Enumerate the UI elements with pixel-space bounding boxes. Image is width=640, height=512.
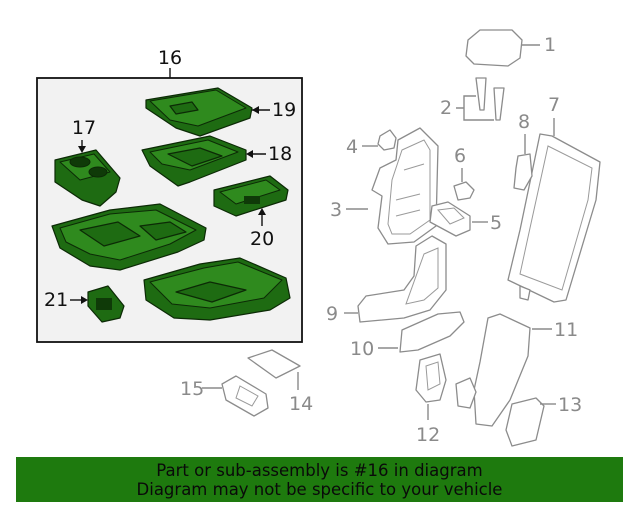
- part-20-module[interactable]: [213, 175, 289, 217]
- part-10-cover[interactable]: [399, 311, 465, 353]
- callout-20[interactable]: 20: [250, 228, 274, 250]
- callout-19[interactable]: 19: [272, 99, 296, 121]
- part-16-console-body[interactable]: [51, 203, 207, 271]
- part-16-base-tray[interactable]: [143, 257, 291, 321]
- part-19-lid[interactable]: [145, 87, 253, 137]
- part-6-clip[interactable]: [453, 181, 475, 201]
- parts-diagram: 16 19 18 17: [36, 29, 601, 447]
- callout-1[interactable]: 1: [544, 34, 556, 56]
- callout-21-arrowhead: [81, 296, 88, 304]
- callout-2-leader: [456, 95, 494, 121]
- callout-11[interactable]: 11: [554, 319, 578, 341]
- callout-3[interactable]: 3: [330, 199, 342, 221]
- part-3-seat-frame[interactable]: [371, 127, 439, 245]
- callout-14[interactable]: 14: [289, 393, 313, 415]
- part-4-clip[interactable]: [377, 129, 397, 151]
- callout-9[interactable]: 9: [326, 303, 338, 325]
- callout-5[interactable]: 5: [490, 212, 502, 234]
- callout-21[interactable]: 21: [44, 289, 68, 311]
- part-1-headrest[interactable]: [465, 29, 523, 67]
- callout-8[interactable]: 8: [518, 111, 530, 133]
- callout-18-arrowhead: [246, 150, 253, 158]
- part-15-small-cover[interactable]: [221, 375, 269, 417]
- part-13-end-cap[interactable]: [505, 397, 545, 447]
- callout-6[interactable]: 6: [454, 145, 466, 167]
- part-7-back-panel[interactable]: [507, 133, 601, 303]
- part-14-plate[interactable]: [247, 349, 301, 379]
- callout-20-arrowhead: [258, 208, 266, 215]
- footer-notice-bar: Part or sub-assembly is #16 in diagram D…: [16, 457, 623, 502]
- callout-7[interactable]: 7: [548, 94, 560, 116]
- part-2-guides[interactable]: [475, 77, 505, 121]
- footer-line-2: Diagram may not be specific to your vehi…: [136, 480, 503, 499]
- part-11-side-trim[interactable]: [455, 313, 531, 427]
- callout-4[interactable]: 4: [346, 136, 358, 158]
- callout-10[interactable]: 10: [350, 338, 374, 360]
- part-5-bracket[interactable]: [429, 201, 471, 237]
- callout-18[interactable]: 18: [268, 143, 292, 165]
- callout-13[interactable]: 13: [558, 394, 582, 416]
- callout-17-arrowhead: [78, 146, 86, 153]
- part-12-handle[interactable]: [415, 353, 447, 403]
- callout-2[interactable]: 2: [440, 97, 452, 119]
- footer-line-1: Part or sub-assembly is #16 in diagram: [156, 461, 483, 480]
- part-21-switch[interactable]: [87, 285, 125, 323]
- part-8-latch[interactable]: [513, 153, 533, 191]
- callout-17[interactable]: 17: [72, 117, 96, 139]
- part-9-lower-frame[interactable]: [357, 235, 447, 323]
- part-17-cupholder[interactable]: [54, 149, 121, 207]
- part-18-bin[interactable]: [141, 135, 247, 187]
- callout-15[interactable]: 15: [180, 378, 204, 400]
- callout-12[interactable]: 12: [416, 424, 440, 446]
- subassembly-16-group[interactable]: 16 19 18 17: [36, 47, 303, 343]
- callout-19-arrowhead: [252, 106, 259, 114]
- callout-16[interactable]: 16: [158, 47, 182, 69]
